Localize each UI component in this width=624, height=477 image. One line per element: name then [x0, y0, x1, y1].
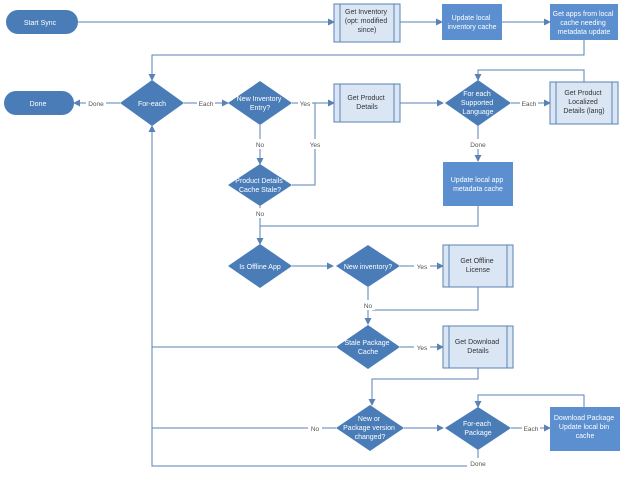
edge-label-no-new-entry: No [256, 142, 265, 149]
node-line: Package version [343, 425, 395, 432]
edge-labels: Done Each Yes Each No Yes Done No Yes No… [86, 98, 540, 468]
edge-label-each-main: Each [199, 101, 214, 108]
edge-label-no-package-changed: No [311, 426, 320, 433]
svg-text:New Inventory Entry?: New Inventory Entry? [237, 96, 284, 112]
decision-new-or-package-changed: New or Package version changed? [336, 405, 404, 451]
node-line: Get apps from local [553, 11, 614, 18]
node-line: Get Product [347, 95, 384, 102]
edge-label-done-main: Done [88, 101, 104, 108]
svg-text:New or Package version: New or Package version changed? [343, 416, 397, 441]
svg-text:For each Supported: For each Supported Language [461, 91, 495, 116]
node-label: For-each [138, 101, 166, 108]
svg-text:Get Product Details: Get Product Details [347, 95, 386, 111]
node-line: Cache [358, 349, 378, 356]
svg-text:Download Package Update: Download Package Update local bin cache [554, 415, 616, 440]
decision-is-offline-app: Is Offline App [228, 244, 292, 288]
terminal-done: Done [4, 91, 74, 115]
node-label: Done [30, 101, 47, 108]
edge-label-yes-stale-package: Yes [417, 345, 428, 352]
decision-for-each-main: For-each [120, 80, 184, 126]
edge-label-each-package: Each [524, 426, 539, 433]
node-line: Package [464, 430, 491, 437]
node-line: For each [463, 91, 491, 98]
edge-update-meta-back [260, 206, 479, 227]
node-line: License [466, 267, 490, 274]
edge-label-yes-stale: Yes [310, 142, 321, 149]
edge-license-down [372, 287, 479, 311]
edge-label-done-language: Done [470, 142, 486, 149]
svg-text:Get Download Details: Get Download Details [455, 339, 501, 355]
node-line: Details (lang) [563, 108, 604, 115]
subprocess-get-offline-license: Get Offline License [442, 244, 514, 288]
edge-label-no-stale: No [256, 211, 265, 218]
node-line: Get Download [455, 339, 499, 346]
edge-label-no-new-inventory: No [364, 303, 373, 310]
edge-label-yes-new-entry: Yes [300, 101, 311, 108]
decision-new-inventory-entry: New Inventory Entry? [228, 81, 292, 125]
svg-text:Update local inventory c: Update local inventory cache [447, 15, 496, 31]
process-download-package: Download Package Update local bin cache [550, 407, 620, 451]
node-line: Get Offline [460, 258, 493, 265]
decision-stale-package-cache: Stale Package Cache [336, 325, 400, 369]
node-line: Download Package [554, 415, 614, 422]
node-line: Get Inventory [345, 9, 388, 16]
node-line: For-each [463, 421, 491, 428]
node-line: Update local app [451, 177, 504, 184]
node-line: Localized [568, 99, 598, 106]
subprocess-get-product-details: Get Product Details [333, 83, 401, 123]
node-line: cache needing [560, 20, 606, 27]
edge-download-loop-back [474, 394, 585, 408]
terminal-start-sync: Start Sync [6, 10, 78, 34]
svg-text:Update local app metadat: Update local app metadata cache [451, 177, 506, 193]
decision-product-details-stale: Product Details Cache Stale? [228, 164, 292, 206]
edge-stale-yes-to-get-product [292, 103, 316, 186]
node-label: New inventory? [344, 264, 392, 271]
svg-text:Product Details Cache St: Product Details Cache Stale? [235, 178, 284, 194]
node-line: Details [356, 104, 378, 111]
process-update-inventory-cache: Update local inventory cache [442, 4, 502, 40]
subprocess-get-product-localized: Get Product Localized Details (lang) [549, 81, 619, 125]
node-line: Entry? [250, 105, 270, 112]
edge-label-yes-new-inventory: Yes [417, 264, 428, 271]
node-line: since) [358, 27, 377, 34]
node-line: Update local [452, 15, 491, 22]
node-line: metadata cache [453, 186, 503, 193]
node-line: Get Product [564, 90, 601, 97]
subprocess-get-inventory: Get Inventory (opt: modified since) [333, 3, 401, 43]
node-line: Details [467, 348, 489, 355]
process-get-apps-needing-update: Get apps from local cache needing metada… [550, 4, 618, 40]
svg-text:Get Inventory (opt: modi: Get Inventory (opt: modified since) [345, 9, 389, 34]
decision-new-inventory: New inventory? [336, 245, 400, 287]
node-label: Start Sync [24, 20, 57, 27]
node-line: Update local bin [559, 424, 609, 431]
node-line: New or [358, 416, 381, 423]
node-line: Supported [461, 100, 493, 107]
svg-text:Get Offline License: Get Offline License [460, 258, 495, 274]
decision-for-each-language: For each Supported Language [445, 80, 511, 126]
svg-text:Get apps from local cach: Get apps from local cache needing metada… [553, 11, 616, 36]
edge-download-details-down [368, 368, 479, 406]
node-line: metadata update [558, 29, 611, 36]
node-line: inventory cache [447, 24, 496, 31]
svg-text:For-each Package: For-each Package [463, 421, 493, 437]
node-line: (opt: modified [345, 18, 388, 25]
node-line: Product Details [235, 178, 283, 185]
edge-get-apps-to-for-each [148, 40, 585, 81]
node-line: cache [576, 433, 595, 440]
subprocess-get-download-details: Get Download Details [442, 325, 514, 369]
node-line: Language [462, 109, 493, 116]
edge-localized-loop-back [474, 69, 585, 82]
node-line: New Inventory [237, 96, 282, 103]
node-line: Cache Stale? [239, 187, 281, 194]
node-line: changed? [355, 434, 386, 441]
edge-label-done-package: Done [470, 461, 486, 468]
node-line: Stale Package [344, 340, 389, 347]
process-update-app-metadata: Update local app metadata cache [443, 162, 513, 206]
node-label: Is Offline App [239, 264, 281, 271]
decision-for-each-package: For-each Package [445, 407, 511, 450]
svg-text:Stale Package Cache: Stale Package Cache [344, 340, 391, 356]
edge-label-each-language: Each [522, 101, 537, 108]
svg-text:Get Product Localized: Get Product Localized Details (lang) [563, 90, 604, 115]
